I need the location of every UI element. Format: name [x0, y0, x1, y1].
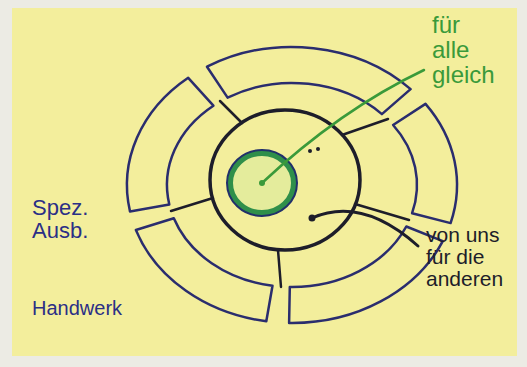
dot	[316, 147, 320, 151]
leader-line	[312, 211, 418, 246]
sticky-note	[12, 8, 517, 356]
middle-circle	[210, 110, 360, 250]
spoke	[278, 250, 281, 287]
spoke	[355, 204, 409, 220]
ring-segment	[127, 78, 213, 212]
note-label: Handwerk	[32, 298, 122, 319]
leader-dot	[259, 180, 265, 186]
ring-segment	[136, 218, 273, 321]
ring-segment	[207, 47, 411, 114]
spoke	[171, 198, 213, 211]
ring-segment	[393, 104, 457, 223]
note-label: von uns für die anderen	[426, 224, 518, 290]
spokes	[171, 101, 409, 287]
spoke	[342, 119, 388, 135]
spoke	[220, 101, 242, 123]
note-label: für alle gleich	[432, 12, 498, 88]
leader-line	[262, 70, 424, 183]
ring-segment	[289, 227, 443, 324]
outer-ring	[127, 47, 457, 323]
leader-dot	[309, 215, 316, 222]
note-label: Spez. Ausb.	[32, 196, 102, 242]
dot	[308, 149, 312, 153]
